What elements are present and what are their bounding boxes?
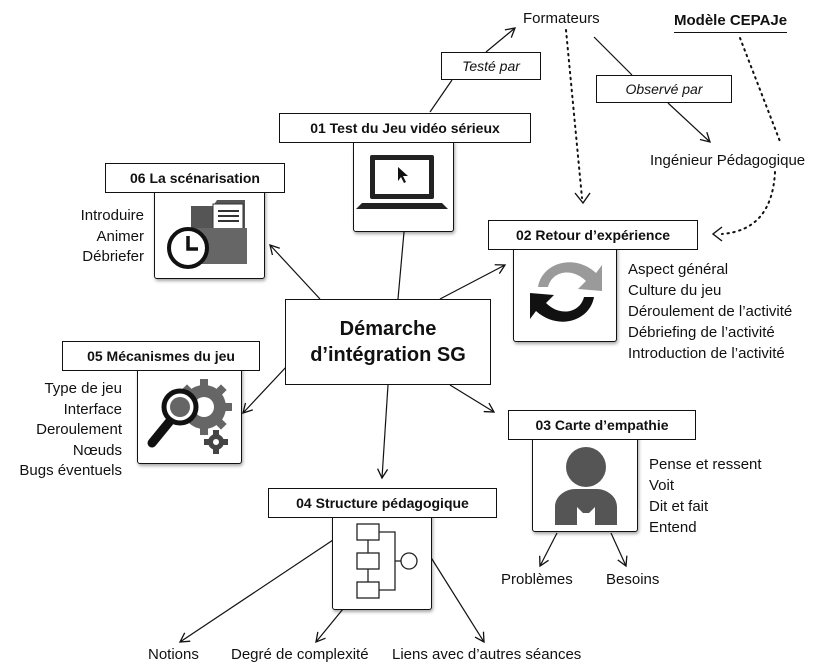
folder-clock-icon [167,200,247,269]
structure-icon-box [332,510,432,610]
carte-child-problemes: Problèmes [501,571,573,588]
mecanismes-item: Interface [63,400,122,418]
scenarisation-item: Animer [96,227,144,245]
arrowhead-retour-1 [574,192,591,205]
carte-title: 03 Carte d’empathie [508,410,696,440]
flowchart-icon [356,523,418,599]
retour-item: Culture du jeu [628,282,722,299]
person-silhouette-icon [555,447,617,525]
carte-icon-box [532,432,638,532]
edge-center-mecanismes [242,364,289,414]
retour-title: 02 Retour d’expérience [488,220,698,250]
scenarisation-item: Débriefer [82,248,144,265]
retour-item: Aspect général [628,261,729,278]
edge-formateurs-retour [565,29,583,199]
structure-child-liens: Liens avec d’autres séances [392,646,582,663]
structure-child-notions: Notions [148,646,199,663]
edge-ingenieur-retour [721,171,776,235]
edge-teste-formateurs [485,27,517,53]
retour-item: Introduction de l’activité [628,345,785,362]
arrowhead-retour-2 [711,226,723,242]
edge-observe-ingenieur [667,102,711,143]
mecanismes-title: 05 Mécanismes du jeu [62,341,260,371]
edge-center-carte [449,384,496,413]
center-line-2: d’intégration SG [310,344,466,366]
magnifier-gears-icon [147,379,232,454]
observe-par-label: Observé par [596,75,732,103]
scenarisation-item: Introduire [80,207,144,224]
edge-center-structure [377,384,389,480]
carte-child-besoins: Besoins [606,571,660,588]
test-icon-box [353,140,454,232]
mecanismes-item: Type de jeu [44,380,122,397]
scenarisation-title: 06 La scénarisation [105,163,285,193]
edge-formateurs-observe [593,36,633,76]
mecanismes-item: Bugs éventuels [19,462,122,479]
carte-item: Entend [649,519,697,536]
carte-item: Voit [649,477,675,494]
test-title: 01 Test du Jeu vidéo sérieux [279,113,531,143]
retour-item: Débriefing de l’activité [628,324,775,341]
scenarisation-icon-box [154,187,265,279]
modele-cepaje-label: Modèle CEPAJe [674,12,788,33]
teste-par-label: Testé par [441,52,541,80]
observe-par-text: Observé par [625,81,703,97]
mecanismes-item: Deroulement [36,421,122,438]
edge-center-test [397,231,405,300]
edge-center-retour [439,264,507,300]
center-line-1: Démarche [339,318,437,340]
edge-modele-ingenieur [739,37,782,145]
center-node: Démarche d’intégration SG [285,299,491,385]
retour-items: Aspect général Culture du jeu Déroulemen… [628,259,792,364]
refresh-arrows-icon [530,262,602,322]
teste-par-text: Testé par [462,58,520,74]
edge-carte-problemes [539,532,558,568]
mecanismes-item: Nœuds [72,441,122,459]
edge-center-scenarisation [269,244,321,300]
scenarisation-items: Introduire Animer Débriefer [40,206,144,268]
carte-item: Dit et fait [649,498,709,515]
mecanismes-items: Type de jeu Interface Deroulement Nœuds … [0,379,122,482]
retour-icon-box [513,240,617,342]
structure-child-degre: Degré de complexité [231,646,369,663]
mecanismes-icon-box [137,366,242,464]
ingenieur-pedagogique-label: Ingénieur Pédagogique [650,152,806,169]
structure-title: 04 Structure pédagogique [268,488,497,518]
carte-item: Pense et ressent [649,456,762,473]
edge-structure-degre [315,608,344,644]
carte-items: Pense et ressent Voit Dit et fait Entend [649,454,762,538]
formateurs-label: Formateurs [523,10,600,27]
retour-item: Déroulement de l’activité [628,303,793,320]
edge-carte-besoins [610,532,628,568]
edge-test-teste [429,79,453,113]
edge-structure-notions [178,539,334,643]
laptop-cursor-icon [356,155,448,209]
